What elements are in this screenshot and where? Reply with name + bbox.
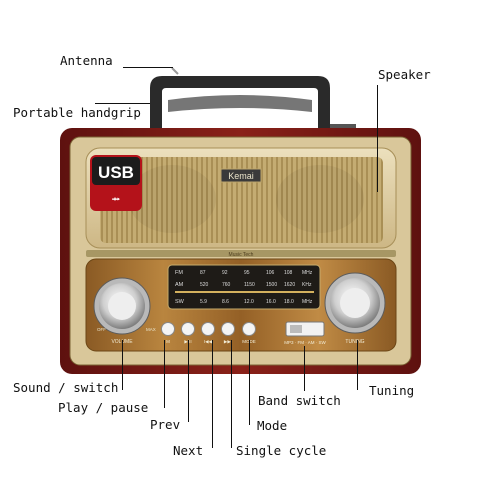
volume-knob[interactable]	[93, 277, 151, 335]
dial-tick-label: 92	[222, 270, 228, 276]
callout-single-cycle: Single cycle	[236, 443, 327, 458]
dial-tick-label: 108	[284, 270, 293, 276]
svg-text:SW: SW	[175, 299, 185, 305]
callout-speaker: Speaker	[378, 67, 431, 82]
dial-tick-label: 18.0	[284, 299, 294, 305]
sound-switch-button[interactable]	[161, 322, 175, 336]
brand-logo: Kemai	[228, 171, 254, 181]
mode-button[interactable]	[242, 322, 256, 336]
button-caption: M	[166, 339, 170, 344]
next-single-cycle-button[interactable]	[221, 322, 235, 336]
callout-prev: Prev	[150, 417, 181, 432]
play-pause-button[interactable]	[181, 322, 195, 336]
callout-next: Next	[173, 443, 204, 458]
band-switch[interactable]	[285, 321, 325, 337]
svg-text:MP3 · FM · AM · SW: MP3 · FM · AM · SW	[284, 340, 326, 345]
svg-text:FM: FM	[175, 270, 183, 276]
dial-tick-label: 12.0	[244, 299, 254, 305]
callout-antenna: Antenna	[60, 53, 113, 68]
callout-handgrip: Portable handgrip	[13, 105, 141, 120]
music-tech-label: Music Tech	[229, 252, 254, 258]
button-caption: I◀◀	[204, 339, 213, 344]
callout-mode: Mode	[257, 418, 288, 433]
tuning-knob[interactable]	[324, 272, 386, 334]
button-caption: ▶▶I	[224, 339, 232, 344]
svg-text:TUNING: TUNING	[345, 339, 364, 345]
usb-badge: USB ⭼	[90, 155, 142, 211]
dial-tick-label: 1620	[284, 282, 295, 288]
svg-text:OFF: OFF	[97, 327, 106, 332]
speaker-grille	[100, 157, 383, 243]
svg-text:MAX: MAX	[146, 327, 156, 332]
prev-button[interactable]	[201, 322, 215, 336]
dial-tick-label: 8.6	[222, 299, 229, 305]
dial-unit-label: KHz	[302, 282, 312, 288]
svg-text:USB: USB	[98, 163, 134, 182]
callout-play-pause: Play / pause	[58, 400, 149, 415]
dial-tick-label: 16.0	[266, 299, 276, 305]
dial-tick-label: 1500	[266, 282, 277, 288]
dial-tick-label: 87	[200, 270, 206, 276]
callout-band-switch: Band switch	[258, 393, 341, 408]
dial-unit-label: MHz	[302, 299, 313, 305]
dial-tick-label: 1150	[244, 282, 255, 288]
usb-trident-icon: ⭼	[111, 192, 120, 206]
dial-tick-label: 95	[244, 270, 250, 276]
dial-tick-label: 760	[222, 282, 231, 288]
dial-tick-label: 106	[266, 270, 275, 276]
svg-text:AM: AM	[175, 282, 184, 288]
handgrip	[150, 76, 330, 128]
dial-unit-label: MHz	[302, 270, 313, 276]
callout-sound-switch: Sound / switch	[13, 380, 119, 395]
callout-tuning: Tuning	[369, 383, 415, 398]
dial-tick-label: 5.9	[200, 299, 207, 305]
dial-tick-label: 520	[200, 282, 209, 288]
